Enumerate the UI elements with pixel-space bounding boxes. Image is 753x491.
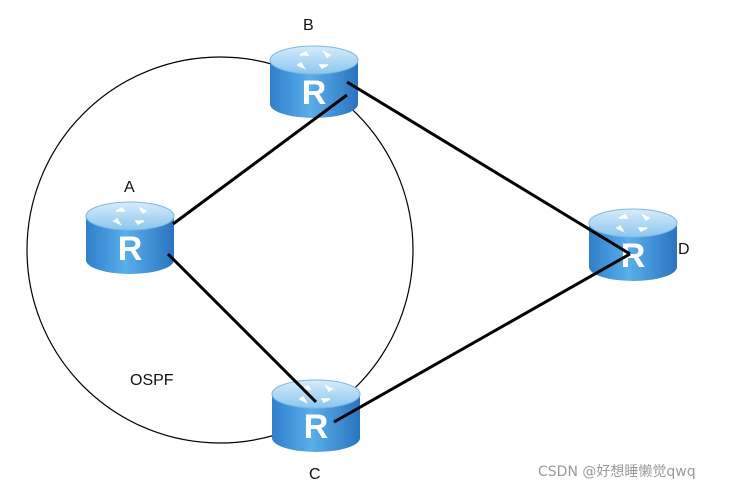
router-icon: R bbox=[269, 45, 359, 118]
svg-text:R: R bbox=[302, 74, 327, 112]
router-B[interactable]: R bbox=[269, 45, 359, 118]
link-b-d bbox=[346, 80, 631, 256]
ospf-area-label: OSPF bbox=[130, 372, 174, 389]
router-C[interactable]: R bbox=[271, 379, 361, 452]
svg-text:R: R bbox=[304, 408, 329, 446]
router-label-c: C bbox=[309, 466, 321, 483]
router-label-b: B bbox=[303, 17, 314, 34]
watermark: CSDN @好想睡懒觉qwq bbox=[538, 464, 696, 480]
router-A[interactable]: R bbox=[85, 201, 175, 274]
svg-text:R: R bbox=[118, 230, 143, 268]
ospf-area-boundary bbox=[26, 56, 414, 444]
router-icon: R bbox=[85, 201, 175, 274]
link-c-d bbox=[333, 252, 631, 424]
router-label-d: D bbox=[678, 241, 690, 258]
router-icon: R bbox=[271, 379, 361, 452]
router-label-a: A bbox=[124, 179, 135, 196]
link-a-c bbox=[166, 252, 318, 404]
link-a-b bbox=[172, 93, 348, 226]
